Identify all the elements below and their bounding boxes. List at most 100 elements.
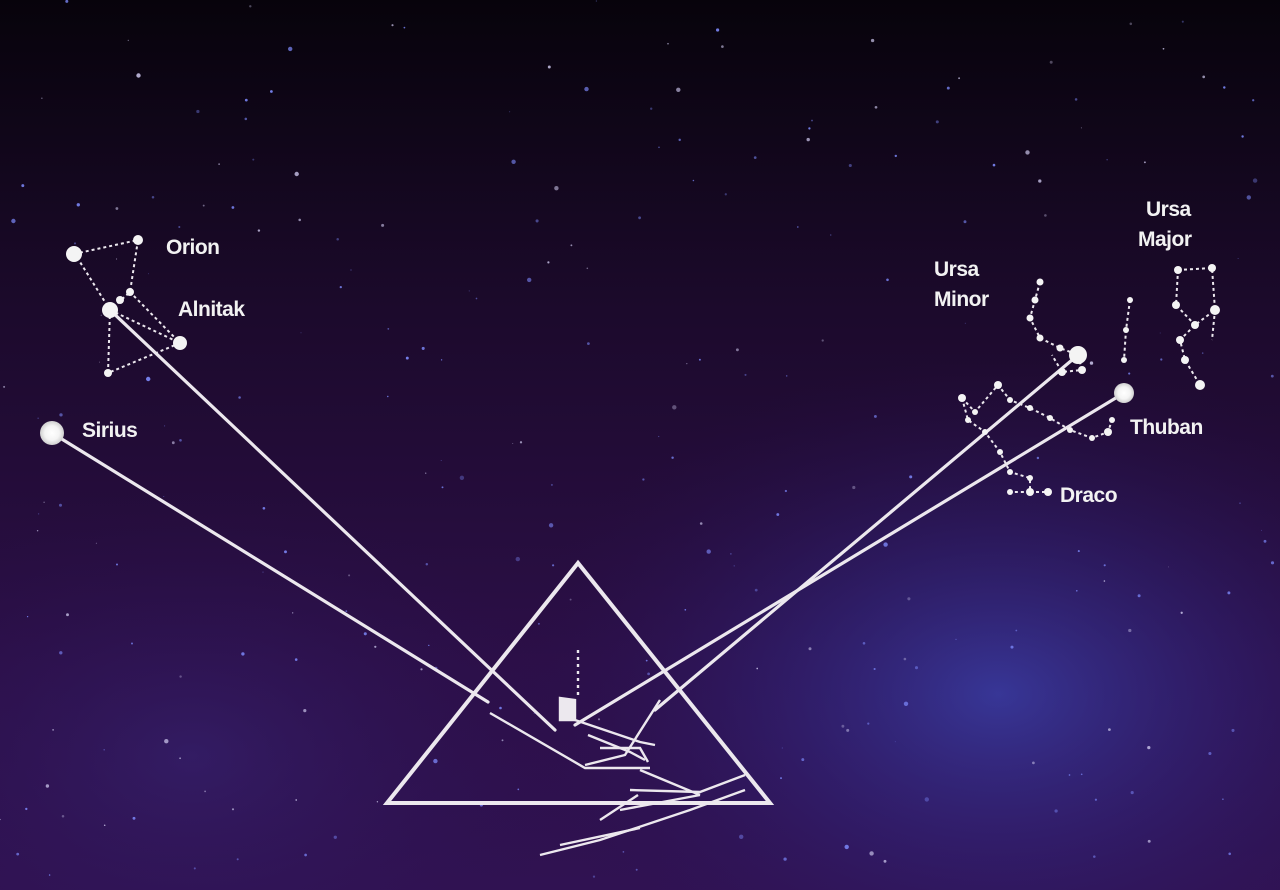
background-star [116,259,117,260]
background-star [536,219,539,222]
background-star [725,193,727,195]
background-star [374,646,376,648]
background-star [1231,729,1234,732]
background-star [1128,373,1130,375]
background-star [658,436,659,437]
background-star [584,87,588,91]
background-star [647,673,650,676]
background-star [420,668,422,670]
orion-label: Orion [166,236,220,259]
background-star [1271,375,1274,378]
background-star [797,226,799,228]
background-star [1104,564,1106,566]
background-star [1261,530,1262,531]
background-star [59,651,62,654]
background-star [1168,566,1169,567]
background-star [947,87,950,90]
background-star [958,77,960,79]
background-star [164,425,165,426]
background-star [1202,76,1205,79]
ursa-major-label-line2: Major [1138,228,1192,251]
thuban-label: Thuban [1130,416,1203,439]
background-star [875,106,878,109]
background-star [707,549,711,553]
background-star [1010,646,1013,649]
background-star [49,874,51,876]
orion-belt-star [126,288,134,296]
background-star [38,513,39,514]
background-star [909,475,912,478]
background-star [904,702,908,706]
background-star [232,808,234,810]
background-star [638,216,641,219]
background-star [101,315,102,316]
background-star [499,707,502,710]
background-star [179,439,182,442]
background-star [822,339,824,341]
background-star [755,589,758,592]
background-star [520,441,522,443]
background-star [295,172,299,176]
background-star [1025,150,1029,154]
background-star [502,739,504,741]
background-star [304,854,307,857]
thuban-star [1114,383,1134,403]
background-star [1093,855,1096,858]
background-star [874,668,876,670]
background-star [404,27,406,29]
background-star [650,108,652,110]
background-star [721,45,724,48]
ursa-minor-label-line2: Minor [934,288,989,311]
background-star [1208,752,1211,755]
background-star [1076,590,1078,592]
background-star [785,490,787,492]
sirius-star [40,421,64,445]
background-star [512,443,513,444]
background-star [96,543,97,544]
background-star [52,729,54,731]
background-star [642,478,644,480]
background-star [164,739,168,743]
background-star [218,163,220,165]
background-star [658,147,660,149]
background-star [867,723,869,725]
background-star [179,675,181,677]
background-star [1075,98,1078,101]
background-star [334,836,337,839]
background-star [1148,840,1151,843]
background-star [345,610,347,612]
background-star [1130,23,1133,26]
background-star [59,504,62,507]
background-star [148,273,149,274]
background-star [686,363,687,364]
background-star [3,386,5,388]
background-star [303,709,306,712]
background-star [425,473,426,474]
background-star [1107,159,1108,160]
background-star [538,623,540,625]
background-star [551,484,553,486]
draco-label: Draco [1060,484,1117,507]
orion-star [66,246,82,262]
orion-belt-star [116,296,124,304]
background-star [295,799,297,801]
background-star [1038,179,1041,182]
background-star [292,612,293,613]
background-star [1271,561,1274,564]
background-star [1252,99,1254,101]
background-star [469,290,470,291]
background-star [441,460,442,461]
background-star [734,565,735,566]
background-star [245,118,248,121]
background-star [1181,612,1183,614]
background-star [11,219,15,223]
background-star [131,643,133,645]
background-star [387,328,389,330]
background-star [1138,594,1141,597]
background-star [1108,728,1111,731]
background-star [441,359,442,360]
background-star [1202,352,1203,353]
background-star [203,205,205,207]
background-star [1228,853,1231,856]
